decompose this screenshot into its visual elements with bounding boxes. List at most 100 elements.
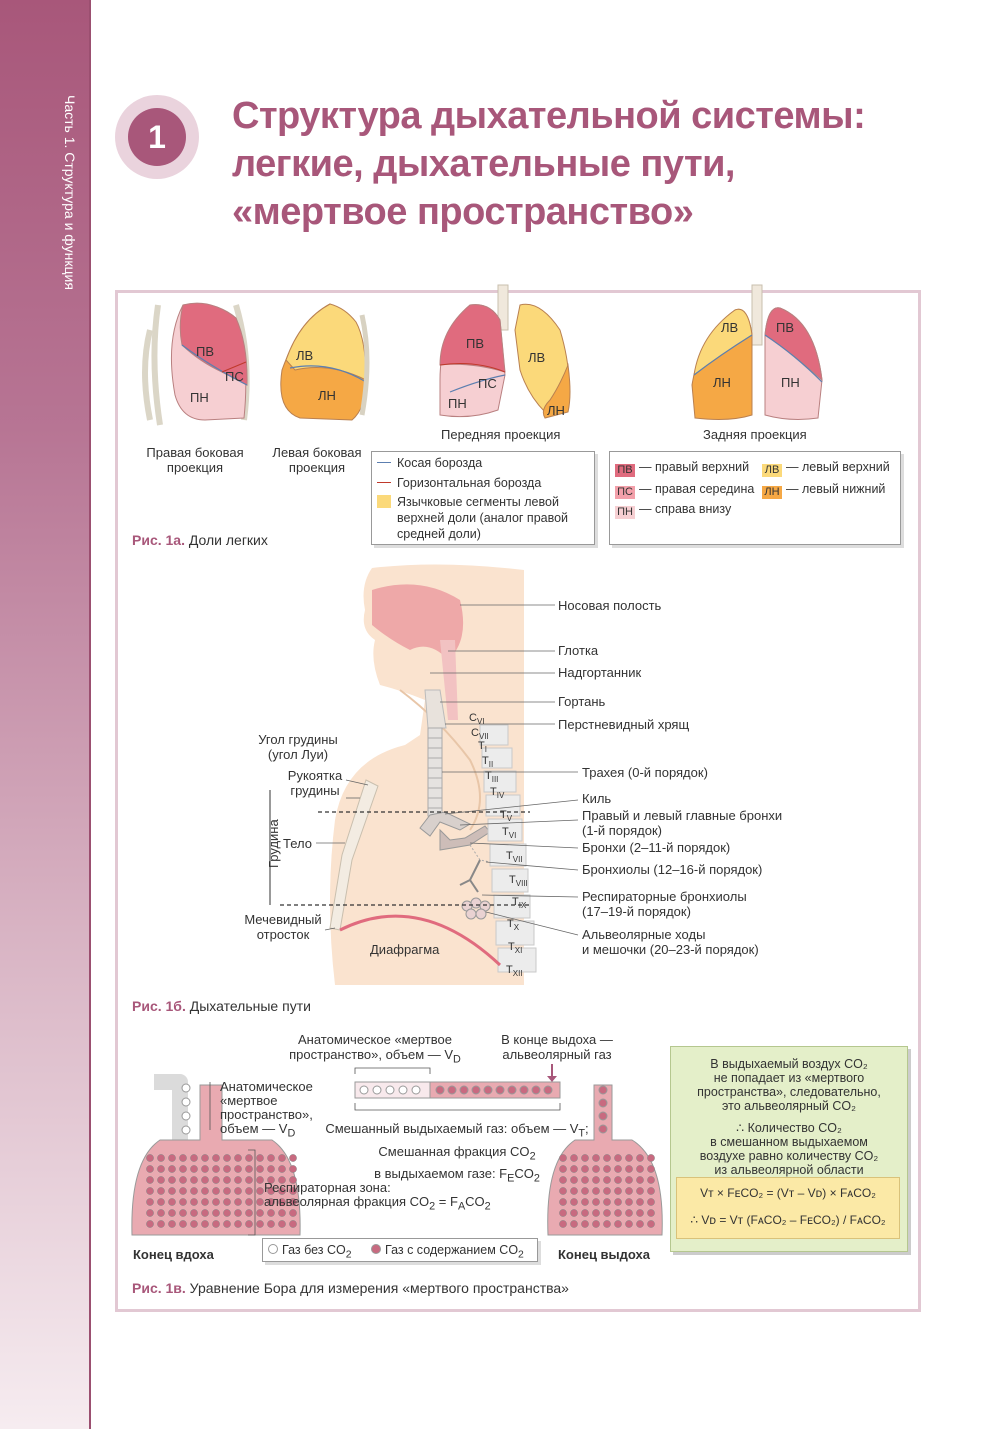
gas-dot xyxy=(592,1187,600,1195)
label-sternum-body: Тело xyxy=(283,836,312,851)
gas-dot xyxy=(614,1209,622,1217)
gas-dot xyxy=(647,1154,655,1162)
gas-dot xyxy=(245,1176,253,1184)
label-sternal-angle: Угол грудины(угол Луи) xyxy=(258,732,338,762)
gas-dot xyxy=(245,1165,253,1173)
gas-dot xyxy=(190,1165,198,1173)
gas-dot xyxy=(636,1154,644,1162)
chapter-number: 1 xyxy=(128,108,186,166)
gas-dot xyxy=(146,1187,154,1195)
anterior-right-lung-upper xyxy=(439,304,506,373)
gas-dot xyxy=(157,1198,165,1206)
gas-dot xyxy=(146,1176,154,1184)
gas-dot xyxy=(495,1085,505,1095)
gas-dot xyxy=(592,1220,600,1228)
bronchioles xyxy=(459,859,481,893)
lobe-label-rn: ПН xyxy=(190,390,209,405)
gas-dot xyxy=(559,1165,567,1173)
gas-dot xyxy=(157,1187,165,1195)
gas-dot xyxy=(559,1209,567,1217)
lobe-label-ln: ЛН xyxy=(547,403,565,418)
diaphragm-curve xyxy=(339,914,502,967)
gas-dot xyxy=(234,1187,242,1195)
gas-dot xyxy=(570,1154,578,1162)
label-bronchioles: Бронхиолы (12–16-й порядок) xyxy=(582,862,763,877)
gas-dot xyxy=(223,1198,231,1206)
gas-dot xyxy=(245,1220,253,1228)
left-lateral-lung-upper xyxy=(285,303,367,381)
gas-dot xyxy=(190,1187,198,1195)
gas-dot xyxy=(201,1165,209,1173)
vertebral-column xyxy=(479,724,537,973)
alveoli xyxy=(461,897,491,920)
gas-dot xyxy=(179,1165,187,1173)
vertebra-label: TVIII xyxy=(509,874,528,889)
vertebra-label: TXI xyxy=(508,941,523,956)
lobe-label-rn: ПН xyxy=(448,396,467,411)
gas-dot xyxy=(614,1198,622,1206)
gas-dot xyxy=(223,1187,231,1195)
gas-dot xyxy=(570,1209,578,1217)
gas-dot xyxy=(212,1198,220,1206)
gas-dot xyxy=(245,1187,253,1195)
vertebra-label: TIII xyxy=(485,770,499,785)
gas-dot xyxy=(603,1220,611,1228)
label-mixed-gas: Смешанный выдыхаемый газ: объем — VT; См… xyxy=(325,1121,589,1185)
gas-dot xyxy=(570,1220,578,1228)
legend-lobes: ПВ— правый верхний ПС— правая середина П… xyxy=(609,451,901,545)
label-carina: Киль xyxy=(582,791,612,806)
gas-dot xyxy=(598,1085,608,1095)
gas-dot xyxy=(168,1176,176,1184)
view-label-posterior: Задняя проекция xyxy=(703,427,807,442)
gas-dot xyxy=(146,1209,154,1217)
label-larynx: Гортань xyxy=(558,694,606,709)
gas-dot xyxy=(289,1220,297,1228)
label-pharynx: Глотка xyxy=(558,643,599,658)
gas-dot xyxy=(278,1220,286,1228)
label-resp-bronchioles: Респираторные бронхиолы(17–19-й порядок) xyxy=(582,889,747,919)
gas-dot xyxy=(146,1198,154,1206)
bohr-formula-2: ∴ Vᴅ = Vт (FᴀCO₂ – FᴇCO₂) / FᴀCO₂ xyxy=(690,1213,886,1227)
gas-dot xyxy=(603,1154,611,1162)
gas-dot xyxy=(190,1220,198,1228)
gas-dot xyxy=(531,1085,541,1095)
gas-dot xyxy=(181,1097,191,1107)
gas-dot xyxy=(581,1176,589,1184)
gas-dot xyxy=(581,1154,589,1162)
lobe-label-lv: ЛВ xyxy=(296,348,314,363)
vertebra-label: TVII xyxy=(506,850,523,865)
sidebar-band xyxy=(0,0,90,1429)
gas-dot xyxy=(411,1085,421,1095)
gas-dot xyxy=(190,1176,198,1184)
gas-dot xyxy=(234,1220,242,1228)
gas-dot xyxy=(190,1209,198,1217)
gas-dot xyxy=(278,1209,286,1217)
gas-dot xyxy=(201,1187,209,1195)
gas-dot xyxy=(581,1165,589,1173)
gas-dot xyxy=(647,1187,655,1195)
gas-dot xyxy=(256,1187,264,1195)
gas-dot xyxy=(289,1154,297,1162)
legend-gas: Газ без CO2 Газ с содержанием CO2 xyxy=(262,1238,538,1262)
gas-dot xyxy=(179,1187,187,1195)
lobe-label-rs: ПС xyxy=(478,376,497,391)
gas-dot xyxy=(201,1198,209,1206)
gas-dot xyxy=(267,1154,275,1162)
gas-dot xyxy=(570,1165,578,1173)
gas-dot xyxy=(647,1176,655,1184)
anterior-left-lung-lower xyxy=(542,363,571,419)
lobe-label-rv: ПВ xyxy=(196,344,215,359)
gas-dot xyxy=(234,1198,242,1206)
gas-dot xyxy=(256,1165,264,1173)
gas-dot xyxy=(559,1187,567,1195)
gas-dot xyxy=(372,1085,382,1095)
gas-dot xyxy=(603,1198,611,1206)
gas-dot xyxy=(212,1220,220,1228)
gas-dot xyxy=(201,1176,209,1184)
label-main-bronchi: Правый и левый главные бронхи(1-й порядо… xyxy=(582,808,783,838)
